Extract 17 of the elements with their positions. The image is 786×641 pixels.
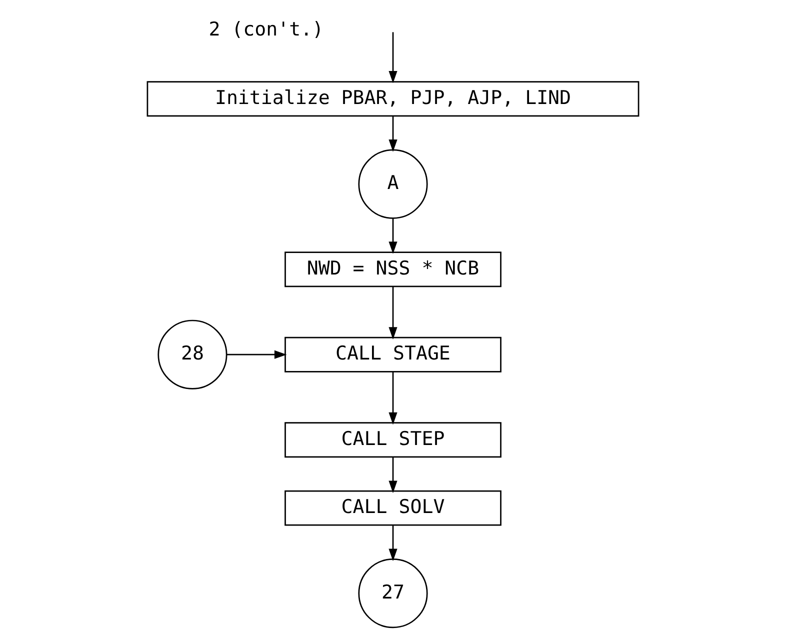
arrow [388, 116, 398, 152]
node-box: CALL STAGE [284, 336, 502, 372]
node-box: Initialize PBAR, PJP, AJP, LIND [146, 81, 640, 117]
arrow [388, 286, 398, 340]
node-box: CALL SOLV [284, 490, 502, 526]
arrow [388, 218, 398, 254]
node-circle: A [358, 149, 428, 219]
arrow [388, 457, 398, 494]
node-circle: 27 [358, 558, 428, 628]
arrow [388, 32, 398, 84]
label: 2 (con't.) [208, 18, 324, 41]
arrow [388, 525, 398, 562]
arrow [388, 372, 398, 425]
node-circle: 28 [158, 320, 228, 390]
node-box: CALL STEP [284, 422, 502, 458]
arrow [226, 350, 287, 359]
node-box: NWD = NSS * NCB [284, 252, 502, 288]
